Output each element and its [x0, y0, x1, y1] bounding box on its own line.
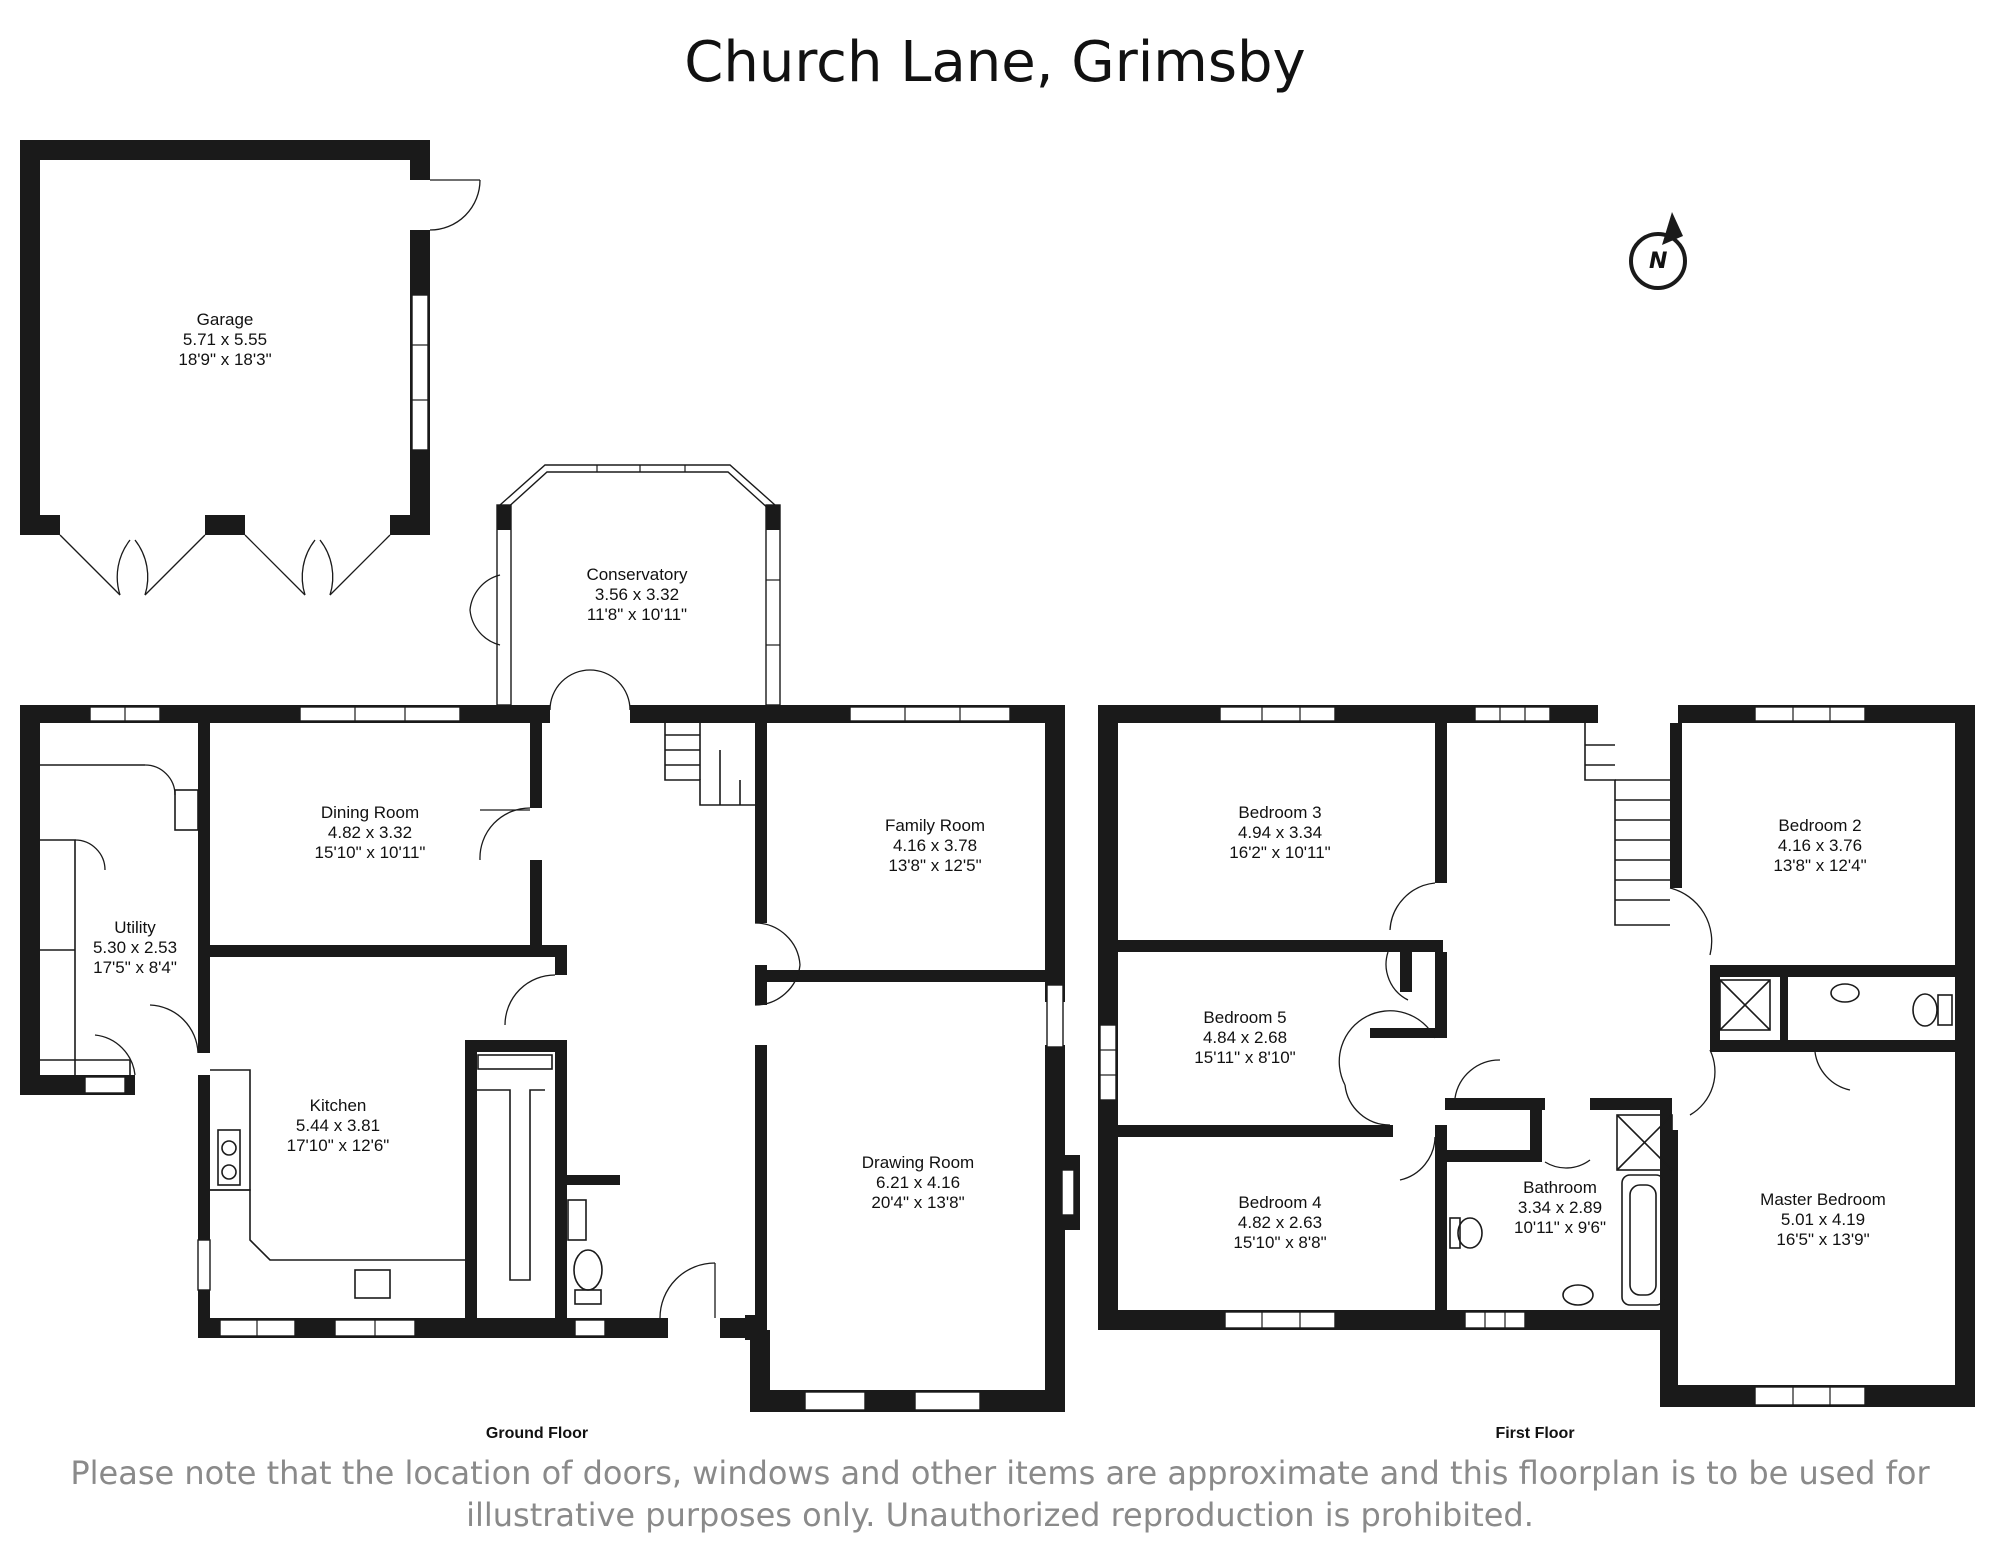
ground-floor-windows: [84, 706, 1075, 1411]
garage-window: [411, 294, 429, 451]
room-name: Family Room: [884, 816, 986, 835]
first-floor-doors: [1338, 882, 1851, 1181]
room-name: Kitchen: [309, 1096, 367, 1115]
room-bedroom-5: Bedroom 5 4.84 x 2.68 15'11" x 8'10": [1194, 1008, 1295, 1068]
north-compass: [1629, 212, 1687, 290]
ground-floor-doors: [74, 764, 801, 1319]
ground-floor-label: Ground Floor: [485, 1425, 589, 1442]
room-imperial: 13'8" x 12'4": [1773, 856, 1867, 875]
disclaimer-note: Please note that the location of doors, …: [70, 1454, 1930, 1534]
room-imperial: 18'9" x 18'3": [178, 350, 272, 369]
room-imperial: 17'10" x 12'6": [286, 1136, 390, 1155]
garage-walls: [20, 140, 430, 535]
room-metric: 4.16 x 3.78: [892, 836, 978, 855]
room-name: Bedroom 2: [1778, 816, 1862, 835]
first-floor-windows: [1099, 706, 1866, 1406]
plan-title: Church Lane, Grimsby: [684, 30, 1306, 95]
room-imperial: 15'11" x 8'10": [1194, 1048, 1296, 1067]
room-metric: 4.94 x 3.34: [1237, 823, 1323, 842]
room-bathroom: Bathroom 3.34 x 2.89 10'11" x 9'6": [1514, 1178, 1606, 1238]
room-bedroom-2: Bedroom 2 4.16 x 3.76 13'8" x 12'4": [1773, 816, 1866, 876]
room-imperial: 20'4" x 13'8": [871, 1193, 965, 1212]
first-floor-fittings: [1449, 723, 1953, 1306]
room-master-bedroom: Master Bedroom 5.01 x 4.19 16'5" x 13'9": [1760, 1190, 1886, 1250]
room-metric: 5.30 x 2.53: [92, 938, 178, 957]
room-name: Bedroom 4: [1238, 1193, 1322, 1212]
room-imperial: 15'10" x 10'11": [314, 843, 426, 862]
room-conservatory: Conservatory 3.56 x 3.32 11'8" x 10'11": [586, 565, 687, 625]
room-metric: 5.71 x 5.55: [182, 330, 268, 349]
room-metric: 4.82 x 2.63: [1237, 1213, 1323, 1232]
room-kitchen: Kitchen 5.44 x 3.81 17'10" x 12'6": [287, 1096, 390, 1156]
room-metric: 5.44 x 3.81: [295, 1116, 381, 1135]
room-name: Garage: [196, 310, 254, 329]
room-name: Drawing Room: [861, 1153, 975, 1172]
room-imperial: 16'5" x 13'9": [1776, 1230, 1870, 1249]
room-drawing: Drawing Room 6.21 x 4.16 20'4" x 13'8": [862, 1153, 974, 1213]
room-utility: Utility 5.30 x 2.53 17'5" x 8'4": [93, 918, 177, 978]
room-name: Utility: [114, 918, 156, 937]
room-imperial: 11'8" x 10'11": [586, 605, 688, 624]
room-name: Bathroom: [1523, 1178, 1597, 1197]
room-name: Bedroom 5: [1203, 1008, 1287, 1027]
room-imperial: 15'10" x 8'8": [1233, 1233, 1327, 1252]
ground-floor-walls: [20, 705, 1080, 1412]
room-imperial: 10'11" x 9'6": [1514, 1218, 1606, 1237]
room-metric: 4.16 x 3.76: [1777, 836, 1863, 855]
compass-label: N: [1649, 249, 1668, 274]
room-family: Family Room 4.16 x 3.78 13'8" x 12'5": [885, 816, 985, 876]
room-imperial: 16'2" x 10'11": [1229, 843, 1331, 862]
first-floor-label: First Floor: [1495, 1425, 1575, 1442]
room-name: Conservatory: [586, 565, 688, 584]
room-imperial: 17'5" x 8'4": [93, 958, 177, 977]
room-name: Master Bedroom: [1760, 1190, 1886, 1209]
room-garage: Garage 5.71 x 5.55 18'9" x 18'3": [178, 310, 271, 370]
room-metric: 3.34 x 2.89: [1517, 1198, 1603, 1217]
room-imperial: 13'8" x 12'5": [888, 856, 982, 875]
room-dining: Dining Room 4.82 x 3.32 15'10" x 10'11": [315, 803, 426, 863]
room-metric: 4.82 x 3.32: [327, 823, 413, 842]
room-name: Dining Room: [320, 803, 420, 822]
room-metric: 6.21 x 4.16: [875, 1173, 961, 1192]
room-bedroom-3: Bedroom 3 4.94 x 3.34 16'2" x 10'11": [1229, 803, 1330, 863]
garage-doors: [59, 179, 481, 596]
room-metric: 3.56 x 3.32: [594, 585, 680, 604]
room-name: Bedroom 3: [1238, 803, 1322, 822]
room-bedroom-4: Bedroom 4 4.82 x 2.63 15'10" x 8'8": [1233, 1193, 1326, 1253]
room-metric: 5.01 x 4.19: [1780, 1210, 1866, 1229]
conservatory-doors: [469, 574, 631, 711]
room-metric: 4.84 x 2.68: [1202, 1028, 1288, 1047]
